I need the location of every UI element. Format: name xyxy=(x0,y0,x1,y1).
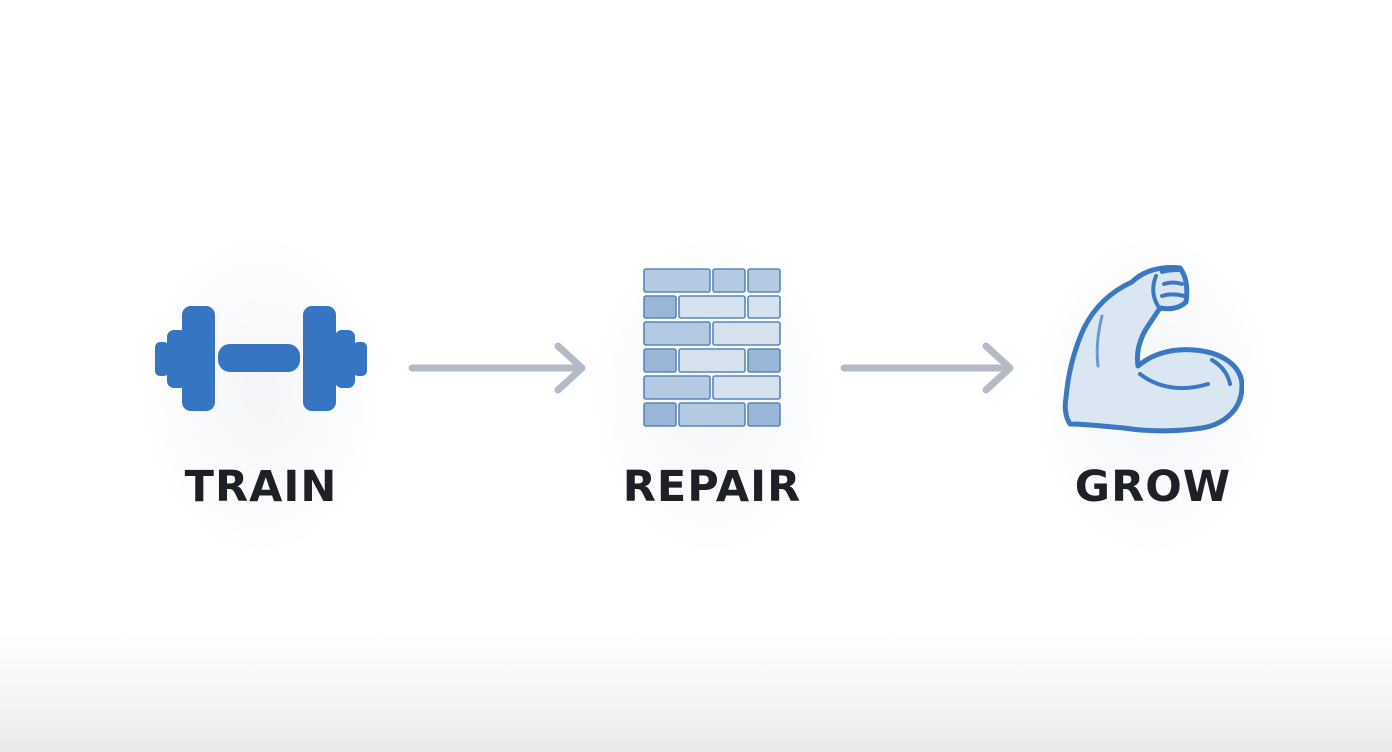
step-label-train: TRAIN xyxy=(184,462,338,512)
step-repair: REPAIR xyxy=(562,230,862,560)
step-label-grow: GROW xyxy=(1074,462,1232,512)
flexed-bicep-icon xyxy=(1062,262,1244,438)
arrow-right-icon xyxy=(840,338,1020,398)
dumbbell-icon xyxy=(155,304,367,414)
brick-wall-icon xyxy=(643,268,781,428)
step-train: TRAIN xyxy=(111,230,411,560)
step-glow xyxy=(597,240,827,550)
step-grow: GROW xyxy=(1003,230,1303,560)
arrow-right-icon xyxy=(408,338,588,398)
step-label-repair: REPAIR xyxy=(622,462,802,512)
